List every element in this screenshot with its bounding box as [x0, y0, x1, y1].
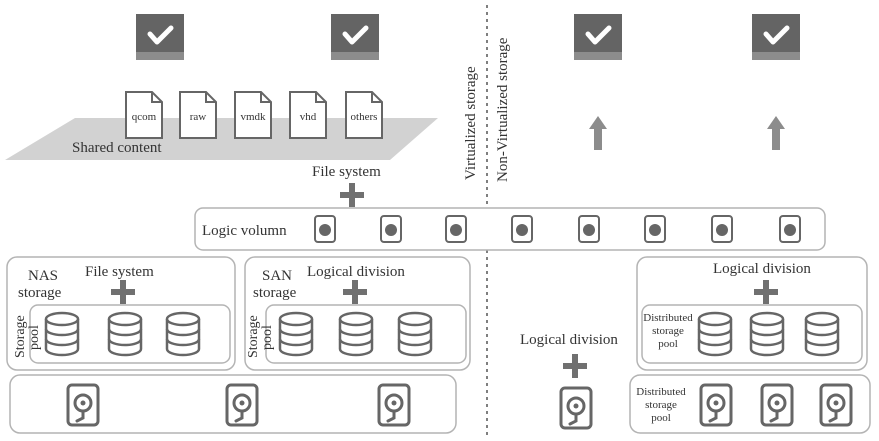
file-label: others — [351, 111, 378, 123]
disk-pool-label: pool — [651, 412, 671, 424]
file-label: vhd — [300, 111, 317, 123]
non-virtualized-storage-label: Non-Virtualized storage — [495, 37, 511, 182]
nas-storage-box: NAS storage File system Storage pool — [6, 256, 236, 371]
database-icon — [397, 311, 433, 357]
hard-disk-icon — [66, 383, 100, 427]
database-icon — [749, 311, 785, 357]
distributed-storage-box: Logical division Distributed storage poo… — [636, 256, 868, 371]
disk-pool-label: storage — [645, 399, 677, 411]
san-storage-box: SAN storage Logical division Storage poo… — [244, 256, 471, 371]
volume-icon — [711, 215, 733, 243]
san-pool-label: pool — [260, 325, 275, 350]
right-disk-row — [629, 374, 871, 434]
database-icon — [165, 311, 201, 357]
server-check-icon — [331, 14, 379, 60]
virtualized-storage-label: Virtualized storage — [463, 66, 479, 180]
hard-disk-icon — [377, 383, 411, 427]
hard-disk-icon — [699, 383, 733, 427]
san-pool-label: Storage — [246, 315, 261, 358]
hard-disk-icon — [819, 383, 853, 427]
shared-content-plane — [5, 118, 438, 160]
arrow-up-icon — [767, 116, 785, 150]
disk-pool-label: Distributed — [636, 386, 686, 398]
distributed-pool-label: Distributed — [643, 312, 693, 324]
server-check-icon — [574, 14, 622, 60]
server-check-icon — [752, 14, 800, 60]
database-icon — [338, 311, 374, 357]
file-label: qcom — [132, 111, 157, 123]
distributed-logical-division-label: Logical division — [713, 261, 811, 277]
plus-icon — [340, 183, 364, 207]
logic-volume-label: Logic volumn — [202, 223, 287, 239]
right-logical-division-label: Logical division — [520, 332, 618, 348]
file-system-label: File system — [312, 164, 381, 180]
file-list: qcom raw vmdk vhd others — [125, 91, 383, 139]
hard-disk-icon — [760, 383, 794, 427]
file-label: vmdk — [240, 111, 266, 123]
shared-content-label: Shared content — [72, 140, 162, 156]
volume-icon — [644, 215, 666, 243]
nas-file-system-label: File system — [85, 264, 154, 280]
nas-pool-label: Storage — [13, 315, 28, 358]
nas-storage-title: NAS — [28, 268, 58, 284]
file-label: raw — [190, 111, 207, 123]
volume-icon — [380, 215, 402, 243]
database-icon — [804, 311, 840, 357]
arrow-up-icon — [589, 116, 607, 150]
volume-icon — [578, 215, 600, 243]
nas-pool-label: pool — [27, 325, 42, 350]
nas-storage-title: storage — [18, 285, 62, 301]
logic-volume-bar — [194, 207, 826, 251]
hard-disk-icon — [559, 386, 593, 430]
san-storage-title: storage — [253, 285, 297, 301]
server-check-icon — [136, 14, 184, 60]
volume-icon — [779, 215, 801, 243]
hard-disk-icon — [225, 383, 259, 427]
plus-icon — [563, 354, 587, 378]
volume-icon — [445, 215, 467, 243]
volume-icon — [511, 215, 533, 243]
database-icon — [107, 311, 143, 357]
volume-icon — [314, 215, 336, 243]
database-icon — [278, 311, 314, 357]
san-logical-division-label: Logical division — [307, 264, 405, 280]
distributed-pool-label: pool — [658, 338, 678, 350]
distributed-pool-label: storage — [652, 325, 684, 337]
database-icon — [697, 311, 733, 357]
san-storage-title: SAN — [262, 268, 292, 284]
database-icon — [44, 311, 80, 357]
